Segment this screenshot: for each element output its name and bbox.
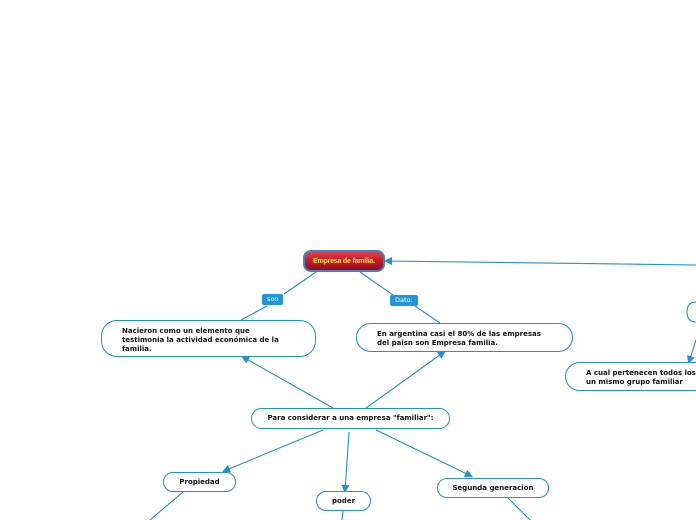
connector-root-dato <box>359 271 394 296</box>
link-label-dato[interactable]: Dato: <box>390 295 418 306</box>
connector-considerar-nacieron <box>241 356 334 409</box>
root-node-empresa-de-familia[interactable]: Empresa de familia. <box>303 250 385 272</box>
connector-right-pertenecen <box>687 339 696 364</box>
node-nacieron[interactable]: Nacieron como un elemento que testimonia… <box>101 320 316 357</box>
node-segunda-generacion[interactable]: Segunda generacion <box>437 478 549 498</box>
node-propiedad-text: Propiedad <box>179 477 220 486</box>
link-label-son[interactable]: son <box>262 294 284 305</box>
root-node-label: Empresa de familia. <box>313 257 375 265</box>
connector-propiedad-down <box>149 491 184 520</box>
node-segunda-text: Segunda generacion <box>452 483 534 492</box>
node-pertenecen-text: A cual pertenecen todos los un mismo gru… <box>586 369 696 386</box>
connector-poder-down <box>341 510 344 520</box>
connector-considerar-segunda <box>375 429 473 477</box>
link-label-son-text: son <box>267 295 279 303</box>
connector-considerar-propiedad <box>222 429 324 473</box>
connector-right-root <box>384 257 696 266</box>
connector-segunda-down <box>507 497 531 520</box>
connector-dato-argentina <box>414 305 441 324</box>
connector-son-nacieron <box>240 305 268 321</box>
connector-considerar-argentina <box>365 350 446 409</box>
connector-root-son <box>283 271 317 295</box>
node-considerar[interactable]: Para considerar a una empresa "familiar"… <box>251 408 450 429</box>
node-argentina[interactable]: En argentina casi el 80% de las empresas… <box>356 323 573 352</box>
offscreen-node-edge <box>686 301 696 323</box>
node-poder[interactable]: poder <box>316 491 371 511</box>
link-label-dato-text: Dato: <box>395 296 413 304</box>
connector-considerar-poder <box>341 431 350 493</box>
node-poder-text: poder <box>331 496 356 505</box>
node-nacieron-text: Nacieron como un elemento que testimonia… <box>122 327 279 353</box>
node-propiedad[interactable]: Propiedad <box>163 472 236 492</box>
node-argentina-text: En argentina casi el 80% de las empresas… <box>377 330 541 347</box>
node-considerar-text: Para considerar a una empresa "familiar"… <box>267 414 434 422</box>
node-pertenecen[interactable]: A cual pertenecen todos los un mismo gru… <box>565 362 696 391</box>
